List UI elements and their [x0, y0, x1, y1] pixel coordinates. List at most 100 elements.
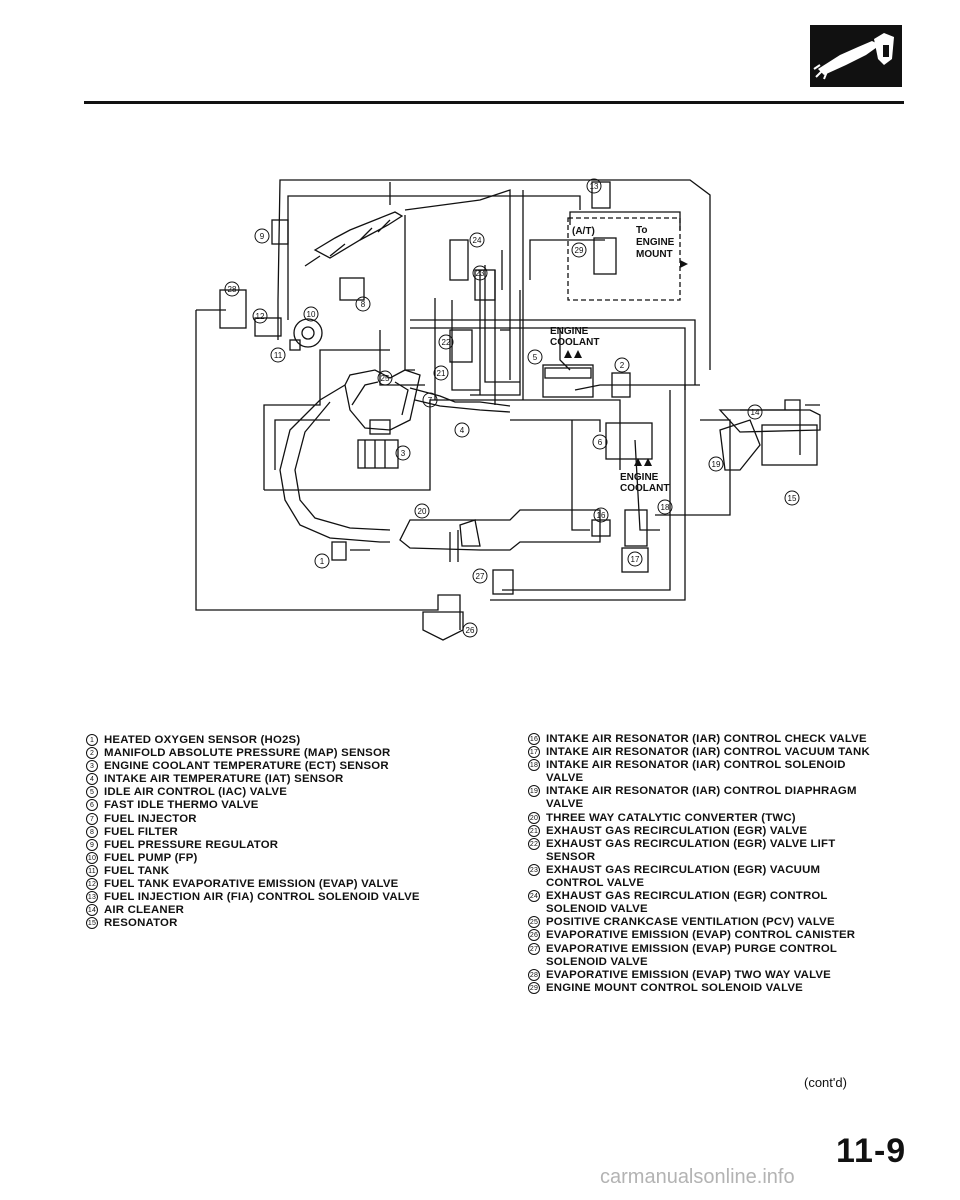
svg-text:20: 20 [418, 507, 427, 516]
callout-18: 18 [657, 499, 673, 515]
svg-text:29: 29 [575, 246, 584, 255]
legend-number-badge: 28 [528, 968, 540, 981]
legend-item: 15 RESONATOR [86, 917, 420, 930]
header-rule [84, 101, 904, 104]
to-engine-mount-line3: MOUNT [636, 249, 673, 260]
svg-text:9: 9 [260, 232, 265, 241]
engine-coolant-bottom-line1: ENGINE [620, 472, 659, 483]
legend-item: 16 INTAKE AIR RESONATOR (IAR) CONTROL CHE… [528, 733, 881, 746]
legend-number-badge: 22 [528, 837, 540, 850]
callout-8: 8 [355, 296, 371, 312]
callout-9: 9 [254, 228, 270, 244]
callout-15: 15 [784, 490, 800, 506]
legend-text: EXHAUST GAS RECIRCULATION (EGR) CONTROL … [546, 890, 828, 916]
callout-23: 23 [472, 265, 488, 281]
legend-item: 22 EXHAUST GAS RECIRCULATION (EGR) VALVE … [528, 837, 881, 864]
callout-28: 28 [224, 281, 240, 297]
legend-text: EVAPORATIVE EMISSION (EVAP) PURGE CONTRO… [546, 942, 837, 968]
svg-text:28: 28 [228, 285, 237, 294]
callout-10: 10 [303, 306, 319, 322]
injector-rail [271, 211, 404, 267]
page-number: 11-9 [836, 1132, 907, 1170]
svg-text:5: 5 [533, 353, 538, 362]
legend-text: IDLE AIR CONTROL (IAC) VALVE [104, 786, 287, 799]
legend-number-badge: 15 [86, 917, 98, 930]
legend-text: EXHAUST GAS RECIRCULATION (EGR) VALVE [546, 824, 808, 837]
legend-number-badge: 13 [86, 891, 98, 904]
svg-text:18: 18 [661, 503, 670, 512]
legend-text: FUEL TANK EVAPORATIVE EMISSION (EVAP) VA… [104, 878, 399, 891]
legend-number-badge: 29 [528, 981, 540, 994]
callout-7: 7 [422, 392, 438, 408]
legend-number-badge: 11 [86, 864, 98, 877]
callout-marks: 1 2 3 4 5 6 7 8 9 10 11 12 13 14 15 16 1… [224, 178, 800, 638]
callout-11: 11 [270, 347, 286, 363]
legend-text: FUEL PUMP (FP) [104, 851, 198, 864]
legend-text: INTAKE AIR RESONATOR (IAR) CONTROL CHECK… [546, 733, 867, 745]
svg-text:10: 10 [307, 310, 316, 319]
legend-number-badge: 26 [528, 929, 540, 942]
callout-29: 29 [571, 242, 587, 258]
svg-text:22: 22 [442, 338, 451, 347]
callout-20: 20 [414, 503, 430, 519]
callout-4: 4 [454, 422, 470, 438]
legend-number-badge: 3 [86, 760, 98, 773]
callout-24: 24 [469, 232, 485, 248]
legend-text: INTAKE AIR TEMPERATURE (IAT) SENSOR [104, 773, 344, 786]
legend-item: 6 FAST IDLE THERMO VALVE [86, 799, 420, 812]
at-label: (A/T) [572, 226, 595, 237]
legend-text: FUEL TANK [104, 864, 170, 877]
engine-coolant-bottom-line2: COOLANT [620, 483, 669, 494]
svg-text:23: 23 [476, 269, 485, 278]
legend-text: INTAKE AIR RESONATOR (IAR) CONTROL VACUU… [546, 746, 870, 759]
legend-number-badge: 1 [86, 734, 98, 746]
legend-item: 3 ENGINE COOLANT TEMPERATURE (ECT) SENSOR [86, 760, 420, 773]
legend-number-badge: 12 [86, 878, 98, 891]
callout-26: 26 [462, 622, 478, 638]
svg-text:24: 24 [473, 236, 482, 245]
svg-text:21: 21 [437, 369, 446, 378]
legend-item: 7 FUEL INJECTOR [86, 812, 420, 826]
legend-text: RESONATOR [104, 917, 178, 930]
watermark: carmanualsonline.info [600, 1166, 795, 1188]
callout-27: 27 [472, 568, 488, 584]
callout-21: 21 [433, 365, 449, 381]
svg-text:26: 26 [466, 626, 475, 635]
legend-number-badge: 6 [86, 799, 98, 812]
callout-13: 13 [586, 178, 602, 194]
legend-text: EXHAUST GAS RECIRCULATION (EGR) VALVE LI… [546, 837, 836, 863]
svg-text:6: 6 [598, 438, 603, 447]
callout-5: 5 [527, 349, 543, 365]
svg-text:27: 27 [476, 572, 485, 581]
legend-number-badge: 25 [528, 916, 540, 929]
legend-text: INTAKE AIR RESONATOR (IAR) CONTROL DIAPH… [546, 785, 857, 811]
svg-text:14: 14 [751, 408, 760, 417]
legend-text: HEATED OXYGEN SENSOR (HO2S) [104, 734, 301, 746]
callout-3: 3 [395, 445, 411, 461]
svg-text:16: 16 [597, 511, 606, 520]
legend-number-badge: 7 [86, 812, 98, 825]
legend-number-badge: 19 [528, 785, 540, 798]
svg-text:3: 3 [401, 449, 406, 458]
legend-text: FAST IDLE THERMO VALVE [104, 799, 259, 812]
legend-text: ENGINE COOLANT TEMPERATURE (ECT) SENSOR [104, 760, 389, 773]
legend-number-badge: 24 [528, 890, 540, 903]
legend-number-badge: 16 [528, 733, 540, 745]
callout-17: 17 [627, 551, 643, 567]
callout-14: 14 [747, 404, 763, 420]
coolant-flow-arrows [564, 260, 688, 466]
legend-number-badge: 18 [528, 759, 540, 772]
legend-text: FUEL INJECTOR [104, 812, 197, 825]
